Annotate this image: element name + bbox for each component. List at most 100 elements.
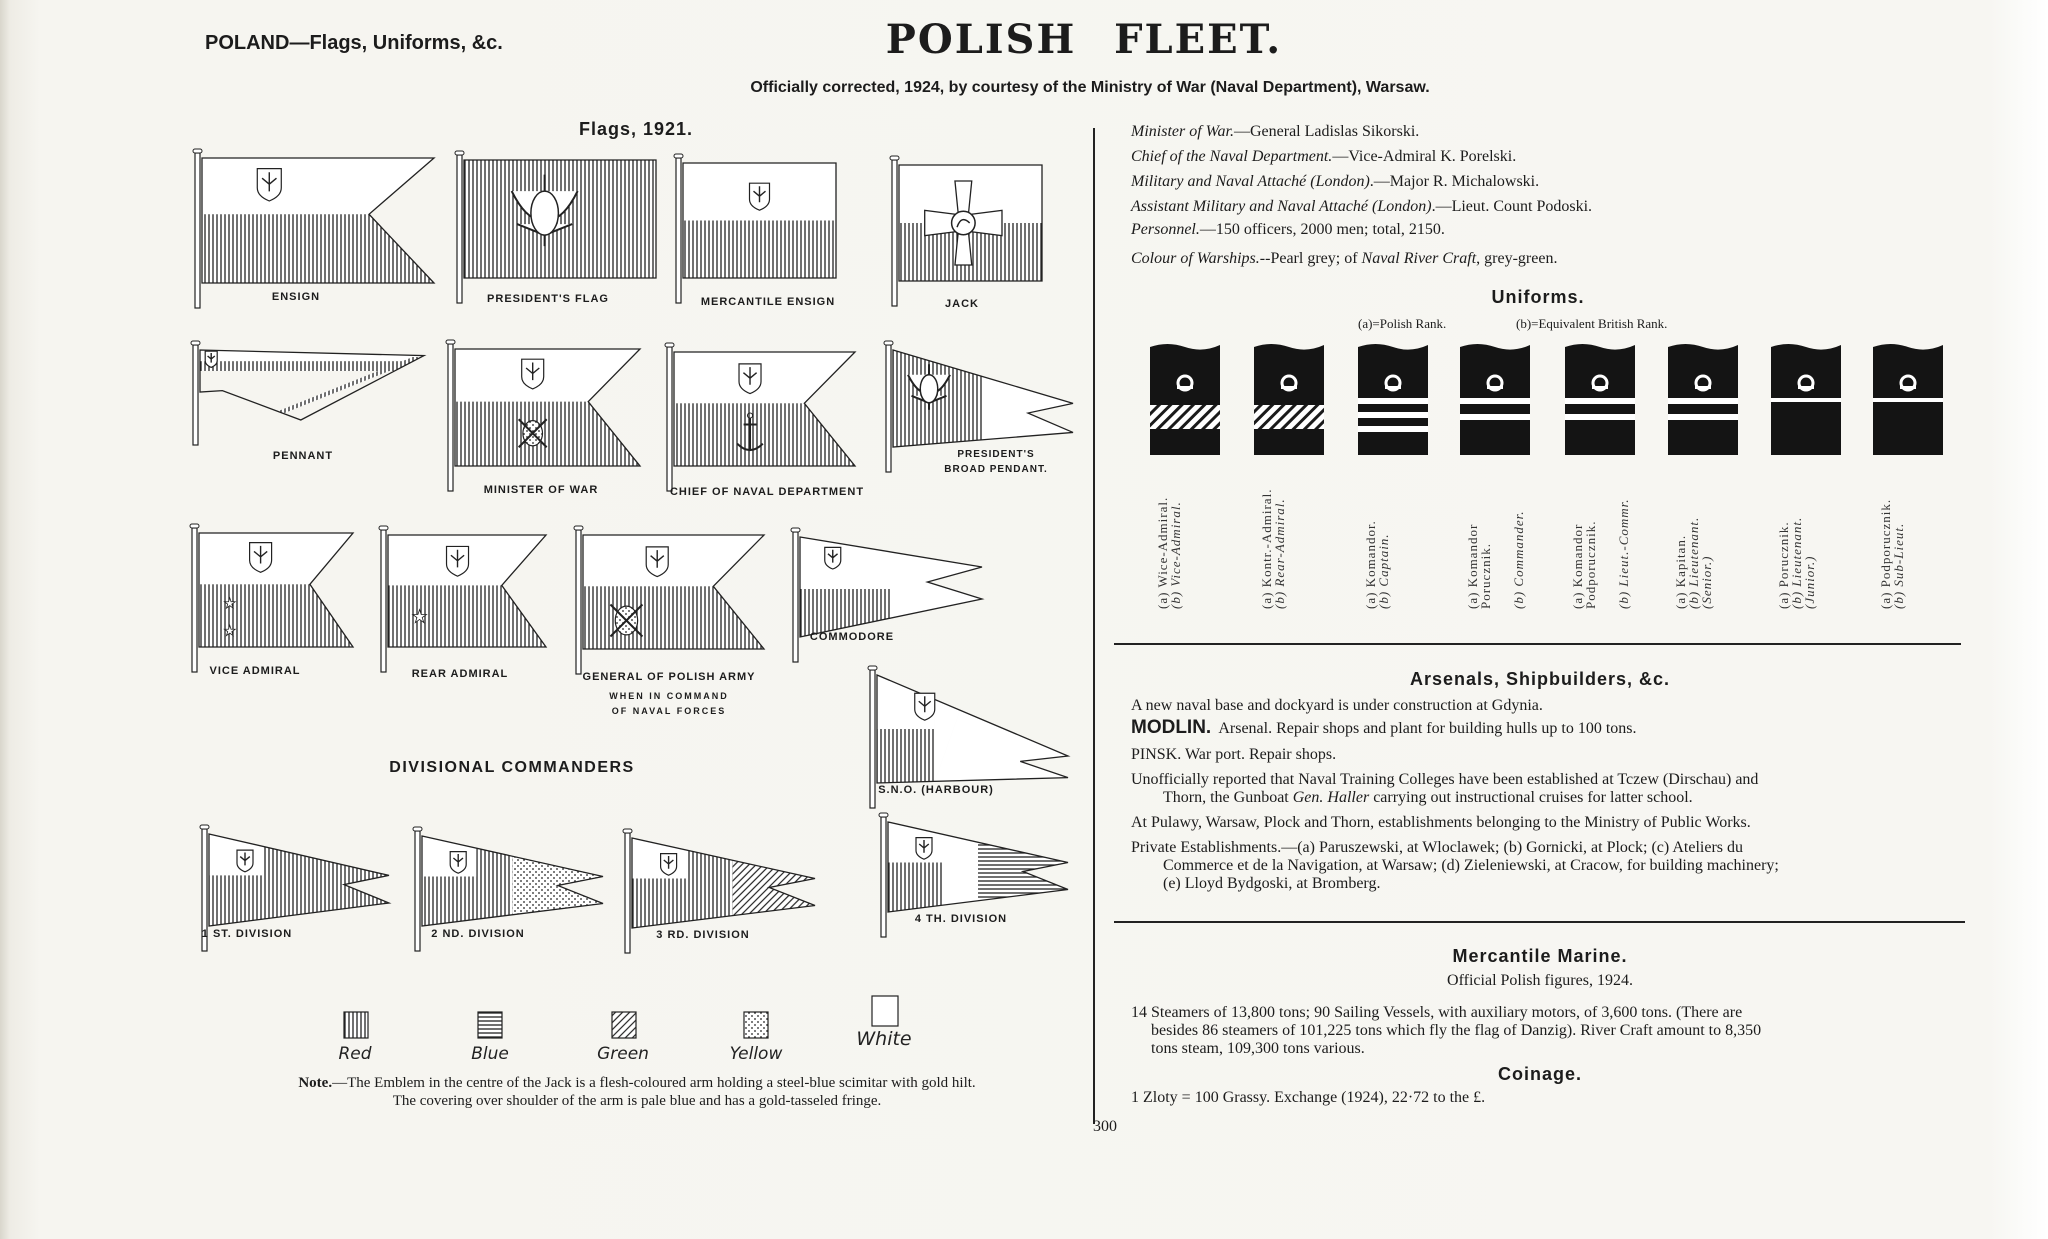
flag-label-minister-of-war: MINISTER OF WAR — [483, 484, 599, 496]
button-base — [1281, 386, 1297, 389]
role: Military and Naval Attaché (London) — [1131, 173, 1370, 190]
flags-heading: Flags, 1921. — [578, 119, 694, 139]
rank-polish: Porucznik. — [1478, 543, 1493, 609]
rank-british: (b) Captain. — [1376, 533, 1391, 609]
flag-ensign — [192, 148, 436, 309]
flag-field — [683, 163, 836, 278]
rank-button-icon — [1176, 374, 1194, 392]
star-icon: ★ — [224, 625, 237, 640]
shoulder-board — [1254, 344, 1324, 455]
role: Assistant Military and Naval Attaché (Lo… — [1131, 198, 1432, 215]
crossed-swords-icon — [517, 418, 548, 448]
flag-outline — [682, 162, 837, 279]
eagle-icon — [650, 550, 665, 568]
eagle-icon — [452, 854, 464, 867]
board-body — [1150, 344, 1220, 455]
flag-outline — [892, 349, 1074, 448]
flagpole-cap — [412, 826, 423, 832]
rank-button-icon — [1797, 374, 1815, 392]
line: besides 86 steamers of 101,225 tons whic… — [1151, 1022, 1762, 1039]
uniforms-key-a: (a)=Polish Rank. — [1358, 316, 1447, 331]
value: —Vice-Admiral K. Porelski. — [1332, 148, 1517, 165]
flag-label-presidents-broad-pendant: PRESIDENT'S BROAD PENDANT. — [944, 447, 1047, 477]
rank-british: (b) Vice-Admiral. — [1168, 501, 1183, 609]
flag-label-presidents-flag: PRESIDENT'S FLAG — [487, 293, 609, 305]
flagpole-cap — [883, 340, 894, 346]
rank-stripe-hatched — [1150, 405, 1220, 429]
uniforms-key-b: (b)=Equivalent British Rank. — [1516, 316, 1668, 331]
line: Commerce et de la Navigation, at Warsaw;… — [1163, 857, 1779, 874]
shoulder-board — [1873, 344, 1943, 455]
official-assistant-attache: Assistant Military and Naval Attaché (Lo… — [1131, 197, 1592, 217]
divisional-commanders-heading: DIVISIONAL COMMANDERS — [389, 759, 635, 776]
anchor-icon — [736, 418, 764, 452]
flag-outline — [201, 157, 436, 284]
legend-label-red: Red — [338, 1044, 372, 1064]
official-minister-of-war: Minister of War.—General Ladislas Sikors… — [1131, 122, 1419, 142]
flag-outline — [887, 821, 1069, 913]
eagle-icon — [239, 852, 251, 866]
eagle-icon — [450, 549, 465, 568]
flag-label-pennant: PENNANT — [272, 450, 334, 462]
flag-label-rear-admiral: REAR ADMIRAL — [411, 668, 509, 680]
rank-british: (b) Sub-Lieut. — [1891, 522, 1906, 609]
line: Thorn, the Gunboat Gen. Haller carrying … — [1131, 789, 1949, 807]
eagle-body — [919, 374, 939, 404]
value: .—Major R. Michalowski. — [1369, 173, 1540, 190]
flag-label-4th-division: 4 TH. DIVISION — [914, 913, 1008, 925]
eagle-icon — [525, 362, 540, 381]
flag-region — [632, 878, 687, 928]
flag-region — [888, 862, 942, 912]
flagpole-cap — [445, 339, 456, 345]
flag-presidents-flag — [454, 150, 657, 304]
legend-label-blue: Blue — [471, 1044, 509, 1064]
arsenals-heading: Arsenals, Shipbuilders, &c. — [1409, 669, 1671, 689]
flag-region — [877, 729, 935, 783]
section-divider — [1114, 921, 1965, 923]
board-body — [1254, 344, 1324, 455]
button-base — [1177, 386, 1193, 389]
flag-outline — [199, 349, 427, 421]
line: Unofficially reported that Naval Trainin… — [1131, 771, 1759, 788]
rank-button-icon — [1384, 374, 1402, 392]
flagpole-cap — [889, 155, 900, 161]
anchor-ring — [746, 412, 754, 419]
rank-label: (a) Kontr.-Admiral.(b) Rear-Admiral. — [1259, 477, 1287, 609]
value: —150 officers, 2000 men; total, 2150. — [1199, 221, 1445, 238]
rank-stripe — [1668, 414, 1738, 420]
flag-region — [200, 361, 424, 371]
legend-swatch-yellow — [743, 1011, 769, 1039]
mercantile-text: 14 Steamers of 13,800 tons; 90 Sailing V… — [1131, 1004, 1949, 1058]
column-divider — [1093, 128, 1095, 1124]
eagle-icon — [742, 367, 758, 385]
shoulder-board — [1358, 344, 1428, 455]
running-head: POLAND—Flags, Uniforms, &c. — [205, 32, 503, 54]
star-icon: ★ — [412, 606, 428, 626]
shoulder-board — [1150, 344, 1220, 455]
shoulder-board — [1460, 344, 1530, 455]
value: .—Lieut. Count Podoski. — [1431, 198, 1593, 215]
legend-label-white: White — [856, 1028, 912, 1050]
flagpole-cap — [673, 153, 684, 159]
rank-british: (Senior.) — [1699, 555, 1714, 609]
flag-region — [256, 357, 424, 420]
crossed-swords-icon — [609, 603, 644, 638]
legend-swatch-green — [611, 1011, 637, 1039]
flag-region — [422, 876, 477, 926]
official-attache: Military and Naval Attaché (London).—Maj… — [1131, 172, 1539, 192]
rank-label: (a) Podporucznik.(b) Sub-Lieut. — [1878, 477, 1906, 609]
flagpole-cap — [790, 527, 801, 533]
flag-field — [583, 535, 764, 649]
rank-stripe — [1565, 398, 1635, 404]
flag-label-1st-division: 1 ST. DIVISION — [201, 928, 293, 940]
legend-label-green: Green — [597, 1044, 649, 1064]
flagpole-cap — [878, 812, 889, 818]
flag-outline — [198, 532, 355, 648]
rank-label: (a) Kapitan.(b) Lieutenant.(Senior.) — [1673, 477, 1733, 609]
flag-outline — [799, 536, 985, 638]
flagpole-cap — [378, 525, 389, 531]
flag-region — [200, 350, 424, 362]
eagle-body — [530, 190, 560, 236]
eagle-icon — [827, 549, 839, 563]
